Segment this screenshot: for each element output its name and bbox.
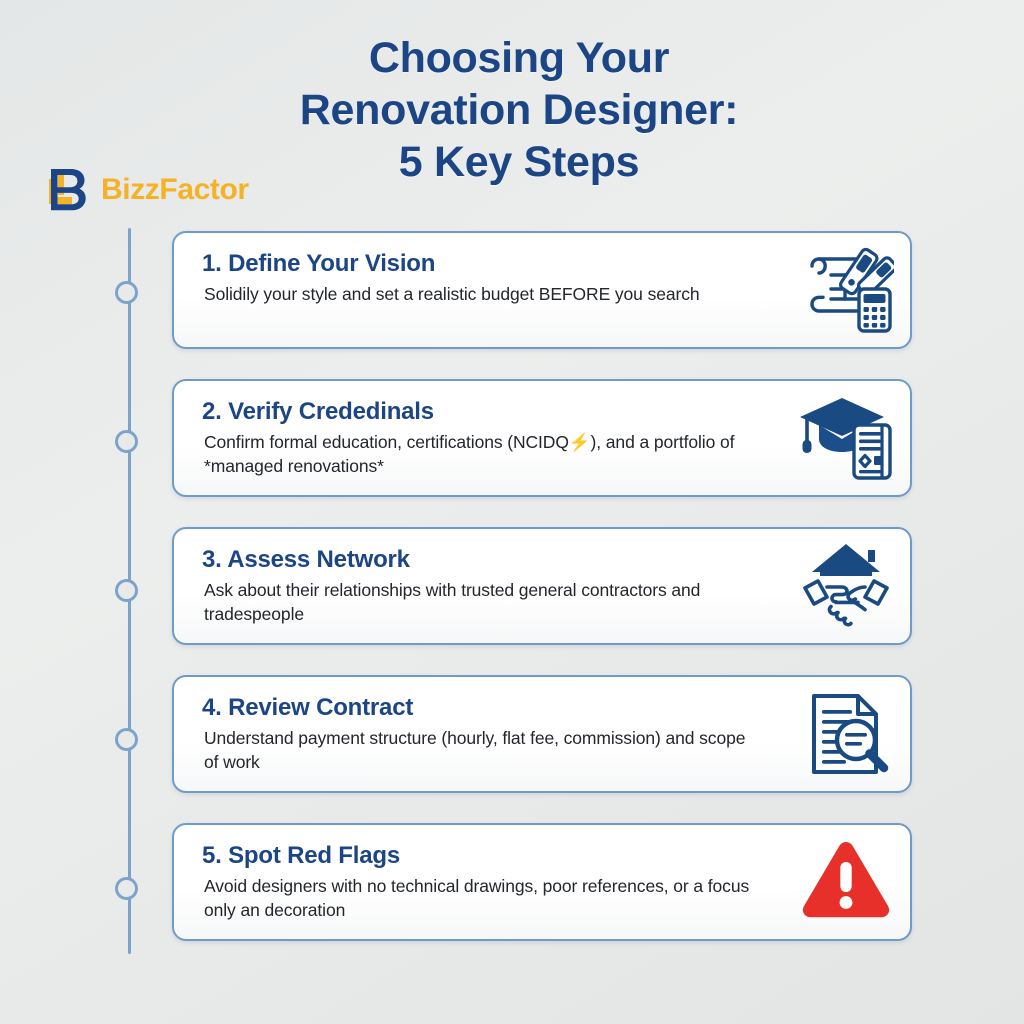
step-description-5: Avoid designers with no technical drawin… <box>204 876 750 920</box>
warning-triangle-icon <box>798 836 894 928</box>
step-number-1: 1. <box>202 250 222 277</box>
timeline-rail <box>112 228 146 954</box>
brand-logo: BizzFactor <box>38 163 249 217</box>
step-title-1: 1. Define Your Vision <box>202 249 790 279</box>
title-line-2: Renovation Designer: <box>299 86 739 134</box>
step-number-2: 2. <box>202 398 222 425</box>
step-card-4[interactable]: 4. Review Contract Understand payment st… <box>172 675 912 793</box>
step-title-text-2: Verify Crededinals <box>228 398 434 425</box>
step-title-3: 3. Assess Network <box>202 545 790 575</box>
step-card-1[interactable]: 1. Define Your Vision Solidily your styl… <box>172 231 912 349</box>
timeline-dot-step-3 <box>115 579 138 602</box>
step-title-4: 4. Review Contract <box>202 693 790 723</box>
bizzfactor-b-monogram-icon <box>38 163 92 217</box>
document-magnifier-icon <box>798 688 894 780</box>
timeline-dot-step-1 <box>115 281 138 304</box>
handshake-house-icon <box>798 540 894 632</box>
step-description-4: Understand payment structure (hourly, fl… <box>204 728 746 772</box>
steps-list: 1. Define Your Vision Solidily your styl… <box>172 231 912 971</box>
step-title-2: 2. Verify Crededinals <box>202 397 790 427</box>
step-number-3: 3. <box>202 546 222 573</box>
step-card-3[interactable]: 3. Assess Network Ask about their relati… <box>172 527 912 645</box>
step-title-text-5: Spot Red Flags <box>228 842 400 869</box>
step-card-2[interactable]: 2. Verify Crededinals Confirm formal edu… <box>172 379 912 497</box>
graduation-cap-certificate-icon <box>798 392 894 484</box>
step-title-text-1: Define Your Vision <box>228 250 436 277</box>
step-number-4: 4. <box>202 694 222 721</box>
blueprint-pen-calculator-icon <box>798 244 894 336</box>
timeline-dot-step-2 <box>115 430 138 453</box>
title-line-1: Choosing Your <box>368 34 670 82</box>
step-description-1: Solidily your style and set a realistic … <box>204 284 700 304</box>
step-description-3: Ask about their relationships with trust… <box>204 580 701 624</box>
brand-name: BizzFactor <box>101 173 249 206</box>
step-title-5: 5. Spot Red Flags <box>202 841 790 871</box>
step-description-2: Confirm formal education, certifications… <box>204 432 735 476</box>
step-title-text-4: Review Contract <box>228 694 414 721</box>
timeline-dot-step-5 <box>115 877 138 900</box>
step-number-5: 5. <box>202 842 222 869</box>
step-card-5[interactable]: 5. Spot Red Flags Avoid designers with n… <box>172 823 912 941</box>
timeline-dot-step-4 <box>115 728 138 751</box>
step-title-text-3: Assess Network <box>227 546 410 573</box>
